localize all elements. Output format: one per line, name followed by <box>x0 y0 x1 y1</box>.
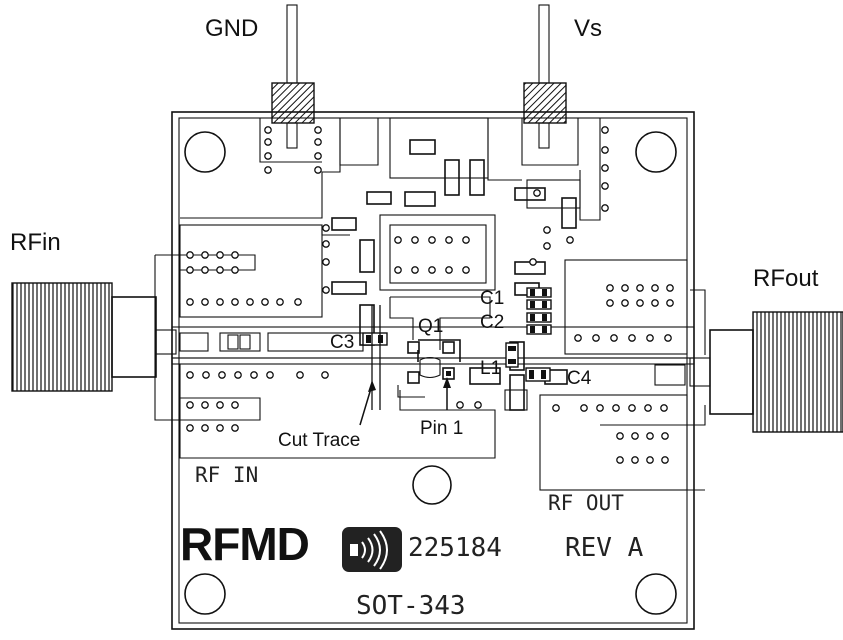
cut-trace-label: Cut Trace <box>278 430 360 451</box>
revision: REV A <box>565 533 644 563</box>
c3-label: C3 <box>330 332 354 353</box>
c4-label: C4 <box>567 368 592 389</box>
rf-out-silkscreen: RF OUT <box>548 491 624 515</box>
c1-label: C1 <box>480 288 504 309</box>
rf-in-silkscreen: RF IN <box>195 463 258 487</box>
l1-label: L1 <box>480 358 501 379</box>
annotation-arrows <box>359 305 451 426</box>
q1-transistor <box>407 339 461 384</box>
gnd-connector <box>271 4 315 149</box>
capacitor-footprints <box>362 287 552 382</box>
part-number: 225184 <box>408 533 502 563</box>
rfin-label: RFin <box>10 229 61 256</box>
rfout-connector <box>689 311 843 433</box>
rfmd-logo-icon <box>342 527 402 572</box>
package-label: SOT-343 <box>356 591 466 621</box>
q1-label: Q1 <box>418 316 443 337</box>
vias <box>186 126 674 464</box>
mounting-holes <box>184 131 677 615</box>
smd-pads <box>331 139 577 411</box>
rfmd-logo-text: RFMD <box>180 518 309 570</box>
vs-connector <box>523 4 567 149</box>
copper-outlines <box>154 117 706 491</box>
pin1-label: Pin 1 <box>420 418 463 439</box>
gnd-label: GND <box>205 15 258 42</box>
c2-label: C2 <box>480 312 504 333</box>
vs-label: Vs <box>574 15 602 42</box>
rfin-connector <box>11 282 177 392</box>
rfout-label: RFout <box>753 265 819 292</box>
